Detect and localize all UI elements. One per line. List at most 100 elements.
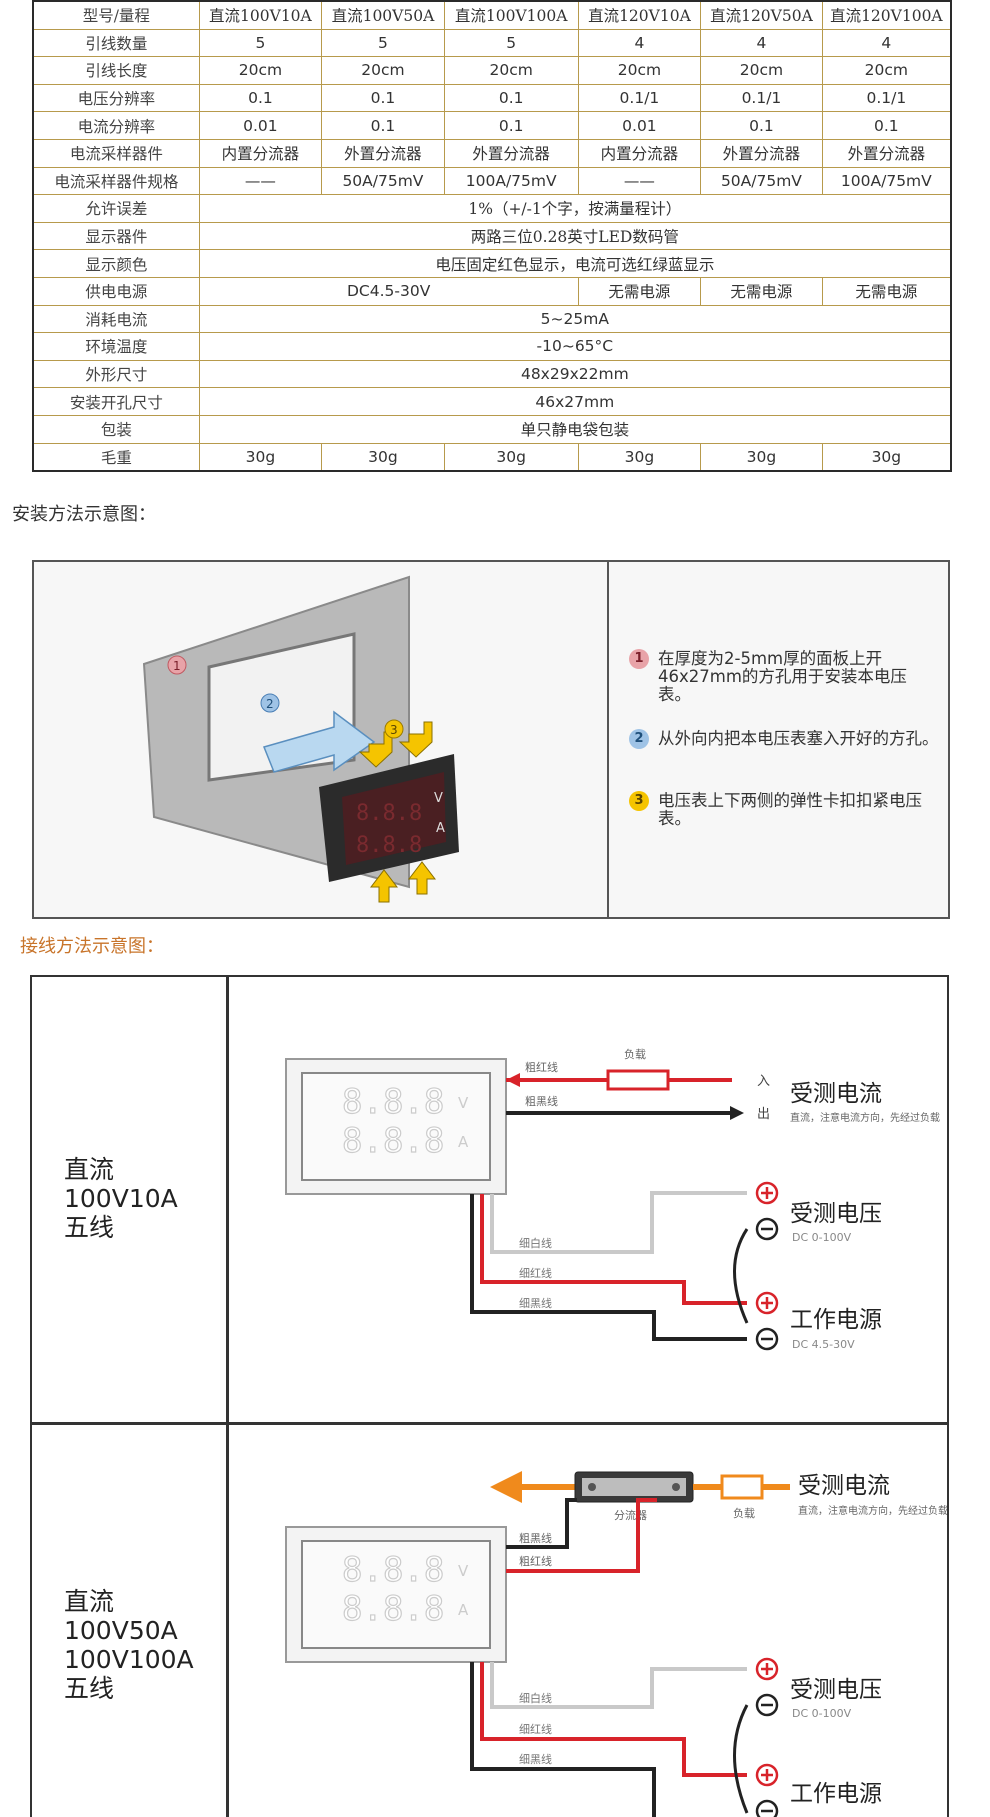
power-title-2: 工作电源 xyxy=(790,1781,882,1807)
install-step-3: 3 电压表上下两侧的弹性卡扣扣紧电压表。 xyxy=(629,791,939,828)
install-diagram-panel: 8.8.8 8.8.8 V A 1 2 3 1 在厚度为2-5mm厚的面板上开4… xyxy=(32,560,950,919)
spec-cell: 20cm xyxy=(198,56,323,85)
voltmeter-device: 8.8.8 8.8.8 V A xyxy=(319,754,459,882)
spec-cell: 0.1 xyxy=(321,83,445,113)
load-resistor-1 xyxy=(606,1069,670,1091)
spec-cell: 50A/75mV xyxy=(321,166,445,196)
current-note-2: 直流，注意电流方向，先经过负载 xyxy=(798,1504,947,1517)
spec-row-label: 电流采样器件规格 xyxy=(32,166,200,196)
thick-black-label-2: 粗黑线 xyxy=(519,1531,552,1545)
spec-cell: -10~65°C xyxy=(198,332,952,361)
spec-cell: 0.1 xyxy=(443,83,579,113)
spec-cell: 直流100V50A xyxy=(321,0,445,30)
spec-cell: 4 xyxy=(577,28,702,58)
spec-cell: 直流120V50A xyxy=(700,0,823,30)
spec-cell: 外置分流器 xyxy=(821,138,952,168)
bridge-wire-2 xyxy=(733,1704,749,1814)
meter-2-unit-v: V xyxy=(458,1562,469,1580)
spec-cell: 20cm xyxy=(321,56,445,85)
thick-red-label-2: 粗红线 xyxy=(519,1554,552,1568)
thin-white-label-2: 细白线 xyxy=(519,1691,552,1705)
spec-cell: 20cm xyxy=(700,56,823,85)
badge-1-icon xyxy=(167,655,187,675)
install-illustration: 8.8.8 8.8.8 V A 1 2 3 xyxy=(142,575,459,903)
spec-cell: 直流100V100A xyxy=(443,0,579,30)
spec-row-label: 消耗电流 xyxy=(32,304,200,334)
step-1-text: 在厚度为2-5mm厚的面板上开46x27mm的方孔用于安装本电压表。 xyxy=(658,649,907,704)
spec-cell: 30g xyxy=(321,442,445,472)
thick-black-label-1: 粗黑线 xyxy=(525,1094,558,1108)
thin-black-label-2: 细黑线 xyxy=(519,1752,552,1766)
install-step-2: 2 从外向内把本电压表塞入开好的方孔。 xyxy=(629,729,939,749)
thin-red-wire-2 xyxy=(480,1662,747,1777)
wiring-row1-diagram: 8.8.8 8.8.8 V A 粗红线 粗黑线 负载 入 出 受测电流 直流，注… xyxy=(285,1047,940,1351)
spec-row: 环境温度-10~65°C xyxy=(32,332,952,361)
spec-cell: 1%（+/-1个字，按满量程计） xyxy=(198,194,952,223)
spec-row-label: 毛重 xyxy=(32,442,200,472)
spec-row-label: 型号/量程 xyxy=(32,0,200,30)
meter-1-digits-top: 8.8.8 xyxy=(342,1082,444,1122)
spec-cell: 电压固定红色显示，电流可选红绿蓝显示 xyxy=(198,249,952,278)
spec-cell: 0.1/1 xyxy=(577,83,702,113)
shunt-label: 分流器 xyxy=(614,1508,647,1522)
wiring-row2-label: 直流 100V50A 100V100A 五线 xyxy=(64,1587,194,1703)
spec-row-label: 安装开孔尺寸 xyxy=(32,387,200,416)
spec-row-label: 电流采样器件 xyxy=(32,138,200,168)
spec-cell: 0.1 xyxy=(821,111,952,140)
spec-cell: 5 xyxy=(198,28,323,58)
wiring-section-title: 接线方法示意图： xyxy=(20,936,164,957)
thin-white-wire-1 xyxy=(490,1191,747,1254)
insert-arrow-icon xyxy=(262,710,376,773)
step-3-badge: 3 xyxy=(629,791,649,811)
spec-row-label: 允许误差 xyxy=(32,194,200,223)
spec-cell: 48x29x22mm xyxy=(198,359,952,389)
spec-cell: 0.1 xyxy=(443,111,579,140)
thin-red-wire-1 xyxy=(480,1194,747,1305)
thin-red-label-1: 细红线 xyxy=(519,1266,552,1280)
spec-cell: 5~25mA xyxy=(198,304,952,334)
step-2-badge: 2 xyxy=(629,729,649,749)
out-label-1: 出 xyxy=(757,1107,770,1122)
spec-row-label: 引线长度 xyxy=(32,56,200,85)
thick-red-arrow-icon xyxy=(506,1073,520,1087)
spec-cell: 46x27mm xyxy=(198,387,952,416)
thin-black-wire-1 xyxy=(470,1194,747,1341)
wiring-vertical-divider xyxy=(226,977,229,1817)
spec-cell: 100A/75mV xyxy=(821,166,952,196)
spec-cell: 无需电源 xyxy=(577,276,702,306)
thin-white-label-1: 细白线 xyxy=(519,1236,552,1250)
spec-row: 包装单只静电袋包装 xyxy=(32,414,952,444)
clip-arrows-icon xyxy=(358,721,437,903)
wiring-row2-diagram: 分流器 负载 受测电流 直流，注意电流方向，先经过负载 8.8.8 8.8.8 … xyxy=(285,1471,947,1817)
badge-3-label: 3 xyxy=(390,723,398,737)
meter-2-digits-top: 8.8.8 xyxy=(342,1550,444,1590)
current-note-1: 直流，注意电流方向，先经过负载 xyxy=(790,1111,940,1124)
power-title-1: 工作电源 xyxy=(790,1307,882,1333)
step-1-badge: 1 xyxy=(629,649,649,669)
spec-cell: 内置分流器 xyxy=(198,138,323,168)
spec-cell: 30g xyxy=(198,442,323,472)
step-2-text: 从外向内把本电压表塞入开好的方孔。 xyxy=(658,729,939,748)
wiring-horizontal-divider xyxy=(32,1422,947,1425)
spec-row: 显示器件两路三位0.28英寸LED数码管 xyxy=(32,221,952,251)
current-title-1: 受测电流 xyxy=(790,1081,882,1107)
spec-cell: 0.01 xyxy=(198,111,323,140)
spec-row-label: 引线数量 xyxy=(32,28,200,58)
spec-row-label: 显示器件 xyxy=(32,221,200,251)
thin-black-label-1: 细黑线 xyxy=(519,1296,552,1310)
install-section-title: 安装方法示意图： xyxy=(12,504,156,525)
meter-1-unit-v: V xyxy=(458,1094,469,1112)
voltage-range-1: DC 0-100V xyxy=(792,1231,852,1244)
spec-cell: 30g xyxy=(577,442,702,472)
spec-cell: 内置分流器 xyxy=(577,138,702,168)
spec-cell: 外置分流器 xyxy=(321,138,445,168)
